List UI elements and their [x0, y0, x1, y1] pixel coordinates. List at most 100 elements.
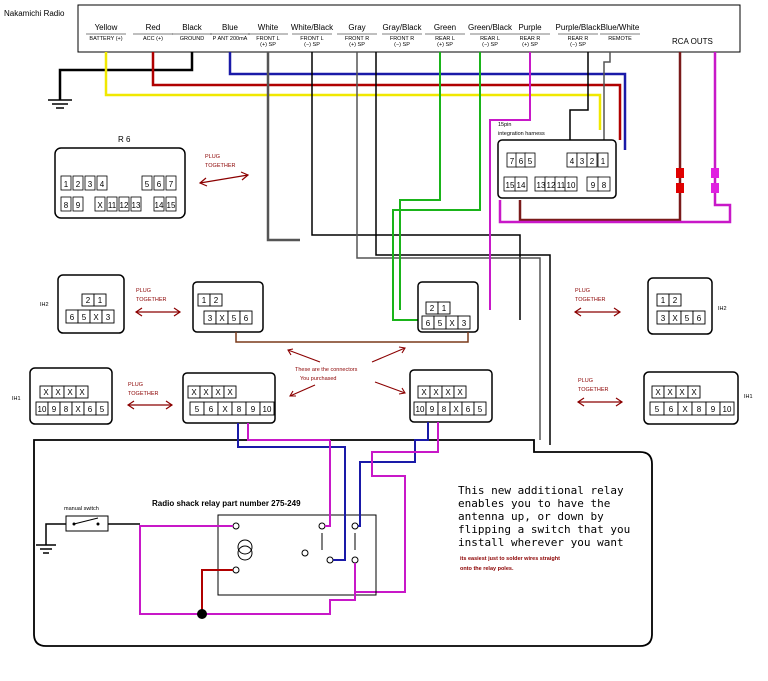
r6-pin — [72, 175, 84, 191]
wire-color-label: Green — [434, 23, 456, 32]
connector-pin-label: 6 — [209, 405, 214, 414]
harness-pin — [597, 152, 609, 168]
plug-together-r6: PLUG TOGETHER — [198, 154, 250, 187]
connector-pin-label: X — [55, 388, 61, 397]
plug-together-ih1-left: PLUG TOGETHER — [126, 382, 174, 410]
connector-pin-label: 1 — [98, 296, 103, 305]
relay-pole — [232, 522, 240, 530]
connector-pin-label: 2 — [673, 296, 678, 305]
connector-pin-label: X — [191, 388, 197, 397]
ih2-link-wire — [235, 332, 469, 343]
svg-text:PLUG: PLUG — [136, 288, 151, 294]
harness-title-1: 15pin — [498, 122, 511, 128]
connector-pin-label: 10 — [416, 405, 425, 414]
purple-wire-ih1 — [247, 423, 330, 441]
r6-label: R 6 — [118, 135, 131, 144]
r6-pin-label: X — [97, 201, 103, 210]
relay-pole — [318, 522, 326, 530]
harness-pin-label: 10 — [567, 181, 576, 190]
blue-white-wire — [603, 52, 611, 150]
wire-function-label: (+) SP — [437, 42, 453, 48]
r6-pin-label: 14 — [155, 201, 164, 210]
connector-pin-label: 5 — [478, 405, 483, 414]
harness-pin — [564, 176, 578, 192]
switch-lever — [73, 517, 99, 525]
connector-pin — [719, 401, 735, 416]
r6-pin-label: 15 — [167, 201, 176, 210]
wire-color-label: Green/Black — [468, 23, 513, 32]
junction-dot — [197, 609, 207, 619]
svg-text:TOGETHER: TOGETHER — [575, 297, 605, 303]
r6-pin — [72, 196, 84, 212]
harness-pin-label: 9 — [591, 181, 596, 190]
purple-relay-wire — [325, 440, 331, 527]
wire-function-label: (−) SP — [304, 42, 320, 48]
wire-function-label: ACC (+) — [143, 36, 163, 42]
connector-pin — [668, 293, 682, 307]
r6-pin-label: 5 — [145, 180, 150, 189]
connector-pin-label: 8 — [442, 405, 447, 414]
r6-pin-label: 7 — [169, 180, 174, 189]
wire-function-label: (+) SP — [260, 42, 276, 48]
connector-pin-label: X — [433, 388, 439, 397]
ih2-mate-left-connector — [192, 281, 264, 333]
connector-pin-label: 5 — [100, 405, 105, 414]
wire-function-label: (−) SP — [394, 42, 410, 48]
ih1-left-label: IH1 — [12, 396, 21, 402]
plug-together-ih2-right: PLUG TOGETHER — [573, 288, 622, 317]
wire-function-label: FRONT R — [345, 36, 369, 42]
connector-pin-label: X — [449, 319, 455, 328]
rca-purple-plug — [711, 168, 719, 178]
connector-pin-label: 8 — [237, 405, 242, 414]
wire-function-label: (−) SP — [570, 42, 586, 48]
connector-pin-label: 9 — [52, 405, 57, 414]
connector-pin — [101, 309, 115, 324]
connector-pin — [687, 385, 701, 399]
wire-function-label: FRONT R — [390, 36, 414, 42]
connector-pin-label: X — [682, 405, 688, 414]
connector-pin — [437, 301, 451, 315]
white-black-wire — [311, 52, 521, 320]
harness-pin-label: 8 — [602, 181, 607, 190]
harness-pin — [524, 152, 536, 168]
r6-pin-label: 13 — [132, 201, 141, 210]
connector-pin-label: 3 — [462, 319, 467, 328]
connector-pin — [259, 401, 275, 416]
connector-pin-label: 10 — [723, 405, 732, 414]
connector-pin — [453, 385, 467, 399]
connector-pin-label: X — [655, 388, 661, 397]
connector-pin-label: 10 — [38, 405, 47, 414]
radio-title: Nakamichi Radio — [4, 9, 65, 18]
wire-color-label: Black — [182, 23, 203, 32]
connector-pin-label: 2 — [86, 296, 91, 305]
r6-pin — [165, 196, 177, 212]
connector-pin-label: X — [667, 388, 673, 397]
connector-pin-label: 6 — [426, 319, 431, 328]
connector-pin-label: 9 — [430, 405, 435, 414]
connector-pin-label: 3 — [106, 313, 111, 322]
r6-pin — [153, 175, 165, 191]
wire-color-label: Blue — [222, 23, 239, 32]
plug-together-ih1-right: PLUG TOGETHER — [576, 378, 624, 407]
svg-text:TOGETHER: TOGETHER — [578, 387, 608, 393]
connector-pin-label: 1 — [661, 296, 666, 305]
connector-pin-label: 5 — [655, 405, 660, 414]
svg-text:PLUG: PLUG — [575, 288, 590, 294]
rca-red-wire — [518, 52, 682, 222]
purple-wire — [489, 52, 531, 310]
connector-pin-label: X — [43, 388, 49, 397]
wire-color-label: Gray — [348, 23, 365, 32]
solder-note-2: onto the relay poles. — [460, 566, 514, 572]
connector-pin-label: X — [215, 388, 221, 397]
wire-function-label: REAR L — [435, 36, 455, 42]
r6-pin — [60, 196, 72, 212]
harness-title-2: integration harness — [498, 131, 545, 137]
harness-pin-label: 3 — [580, 157, 585, 166]
connector-pin — [457, 315, 471, 330]
green-black-wire — [392, 52, 481, 321]
r6-pin-label: 2 — [76, 180, 81, 189]
